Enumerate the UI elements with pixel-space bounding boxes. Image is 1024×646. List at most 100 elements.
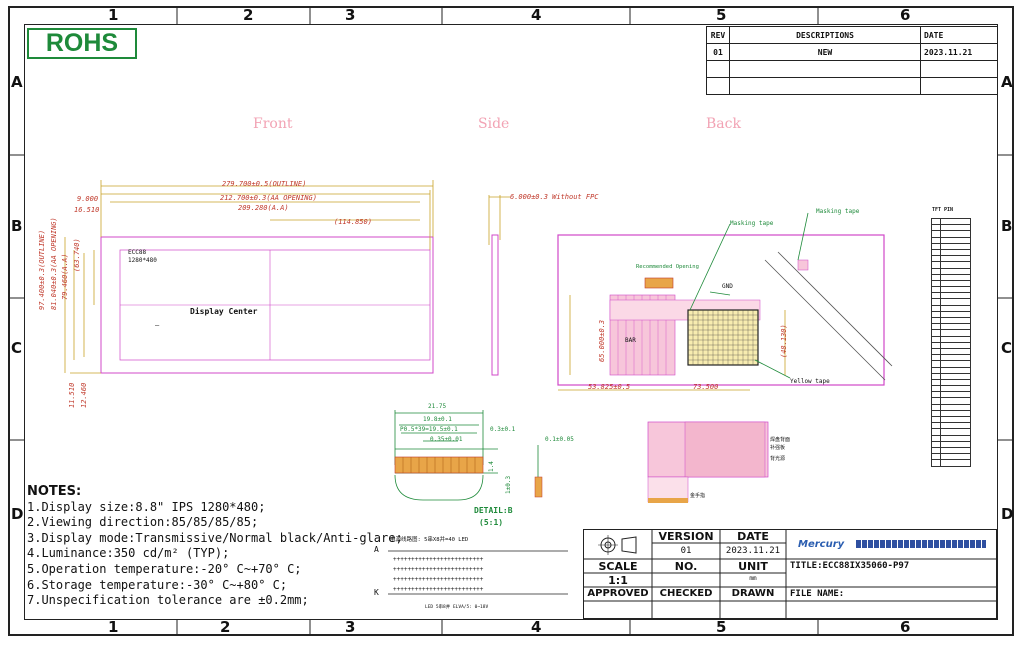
- approved-label: APPROVED: [587, 588, 649, 599]
- zone-row-a-right: A: [1001, 73, 1013, 91]
- side-view-label: Side: [478, 116, 510, 132]
- masking-tape-label-2: Masking tape: [816, 208, 860, 215]
- date-label: DATE: [737, 530, 769, 543]
- resolution-label: 1280*480: [128, 257, 157, 264]
- drawing-title: TITLE:ECC88IX35060-P97: [790, 561, 910, 571]
- back-height-dim: 65.000±0.3: [598, 319, 606, 362]
- version-label: VERSION: [658, 530, 714, 543]
- version-value: 01: [680, 546, 692, 556]
- zone-col-4-top: 4: [531, 6, 542, 24]
- svg-text:+++++++++++++++++++++++++: +++++++++++++++++++++++++: [393, 556, 484, 563]
- detail-dim-thickness: 0.1±0.05: [545, 436, 574, 443]
- zone-row-c-left: C: [11, 339, 23, 357]
- back-offset-dim: (48.130): [780, 324, 788, 358]
- front-view-label: Front: [253, 116, 293, 132]
- led-anode-label: A: [374, 545, 379, 554]
- detail-dim-1: 1±0.3: [505, 475, 512, 494]
- flex-label-pad: 焊盘背面: [770, 437, 791, 443]
- back-view-drawing: [557, 212, 893, 391]
- zone-col-5-bottom: 5: [716, 618, 727, 636]
- zone-col-3-top: 3: [345, 6, 356, 24]
- model-label: ECC88: [128, 249, 147, 256]
- front-view-drawing: —: [64, 180, 434, 374]
- dim-center-height: (63.740): [73, 238, 81, 272]
- svg-text:—: —: [155, 321, 160, 329]
- zone-row-a-left: A: [11, 73, 23, 91]
- bar-label: BAR: [625, 337, 636, 344]
- notes-block: NOTES: 1.Display size:8.8" IPS 1280*480;…: [27, 484, 403, 609]
- scale-label: SCALE: [598, 560, 638, 573]
- display-center-label: Display Center: [190, 307, 258, 316]
- detail-dim-pitch-span: 19.8±0.1: [423, 416, 452, 423]
- flex-cable-drawing: [647, 421, 769, 503]
- pin-row: [931, 459, 971, 467]
- dim-aa-width: 209.280(A.A): [238, 204, 289, 212]
- no-label: NO.: [674, 560, 698, 573]
- detail-dim-1-4: 1.4: [488, 461, 495, 472]
- checked-label: CHECKED: [659, 588, 713, 599]
- zone-col-3-bottom: 3: [345, 618, 356, 636]
- notes-heading: NOTES:: [27, 484, 82, 499]
- flex-label-stiffener: 补强板: [770, 445, 786, 451]
- back-view-label: Back: [706, 116, 741, 132]
- dim-center-offset: (114.850): [334, 218, 372, 226]
- back-right-dim: 73.500: [693, 383, 719, 391]
- svg-text:+++++++++++++++++++++++++: +++++++++++++++++++++++++: [393, 566, 484, 573]
- date-value: 2023.11.21: [725, 546, 781, 556]
- dim-bottom-11: 11.510: [68, 382, 76, 408]
- rohs-badge: ROHS: [27, 28, 137, 59]
- note-2: 2.Viewing direction:85/85/85/85;: [27, 515, 259, 530]
- zone-row-b-left: B: [11, 217, 23, 235]
- drawing-border-outer: [8, 6, 1014, 636]
- zone-col-6-bottom: 6: [900, 618, 911, 636]
- dim-bottom-12: 12.460: [80, 382, 88, 408]
- detail-b-drawing: [394, 410, 543, 501]
- led-cathode-label: K: [374, 588, 379, 597]
- company-name-chinese: [856, 540, 986, 548]
- note-6: 6.Storage temperature:-30° C~+80° C;: [27, 577, 288, 592]
- date-header: DATE: [920, 26, 998, 44]
- dim-outline-height: 97.400±0.3(OUTLINE): [38, 229, 46, 310]
- dim-aa-opening-width: 212.700±0.3(AA OPENING): [220, 194, 317, 202]
- pin-table: [931, 217, 971, 467]
- note-5: 5.Operation temperature:-20° C~+70° C;: [27, 561, 302, 576]
- file-name-label: FILE NAME:: [790, 589, 845, 599]
- note-3: 3.Display mode:Transmissive/Normal black…: [27, 530, 403, 545]
- zone-row-b-right: B: [1001, 217, 1013, 235]
- pin-table-title: TFT PIN: [932, 207, 954, 213]
- zone-row-c-right: C: [1001, 339, 1013, 357]
- detail-dim-width: 21.75: [428, 403, 447, 410]
- unit-label: UNIT: [738, 560, 768, 573]
- zone-col-6-top: 6: [900, 6, 911, 24]
- flex-label-finger: 金手指: [690, 493, 706, 499]
- gnd-label: GND: [722, 283, 733, 290]
- zone-row-d-right: D: [1001, 505, 1014, 523]
- dim-left-16: 16.510: [74, 206, 100, 214]
- yellow-tape-label: Yellow tape: [790, 378, 830, 385]
- flex-label-backlight: 背光源: [770, 456, 786, 462]
- svg-text:+++++++++++++++++++++++++: +++++++++++++++++++++++++: [393, 576, 484, 583]
- masking-tape-label-1: Masking tape: [730, 220, 774, 227]
- rev-value: 01: [706, 43, 730, 61]
- zone-col-1-top: 1: [108, 6, 119, 24]
- back-left-dim: 53.825±0.5: [588, 383, 631, 391]
- zone-col-5-top: 5: [716, 6, 727, 24]
- zone-col-2-bottom: 2: [220, 618, 231, 636]
- zone-row-d-left: D: [11, 505, 24, 523]
- detail-dim-pad: 0.35±0.01: [430, 436, 463, 443]
- revision-table: REV DESCRIPTIONS DATE 01 NEW 2023.11.21: [706, 26, 998, 95]
- svg-text:+++++++++++++++++++++++++: +++++++++++++++++++++++++: [393, 586, 484, 593]
- note-7: 7.Unspecification tolerance are ±0.2mm;: [27, 593, 309, 608]
- company-logo: Mercury: [798, 539, 845, 550]
- zone-col-2-top: 2: [243, 6, 254, 24]
- drawing-border-inner: [24, 24, 998, 620]
- unit-value: mm: [749, 575, 757, 582]
- rev-header: REV: [706, 26, 730, 44]
- zone-col-4-bottom: 4: [531, 618, 542, 636]
- description-value: NEW: [729, 43, 921, 61]
- led-note: LED 5串8并 ELVA/5: 0~18V: [425, 605, 489, 610]
- side-thickness-dim: 6.000±0.3 Without FPC: [510, 193, 599, 201]
- side-view-drawing: [488, 195, 510, 376]
- detail-dim-pitch: P0.5*39=19.5±0.1: [400, 426, 458, 433]
